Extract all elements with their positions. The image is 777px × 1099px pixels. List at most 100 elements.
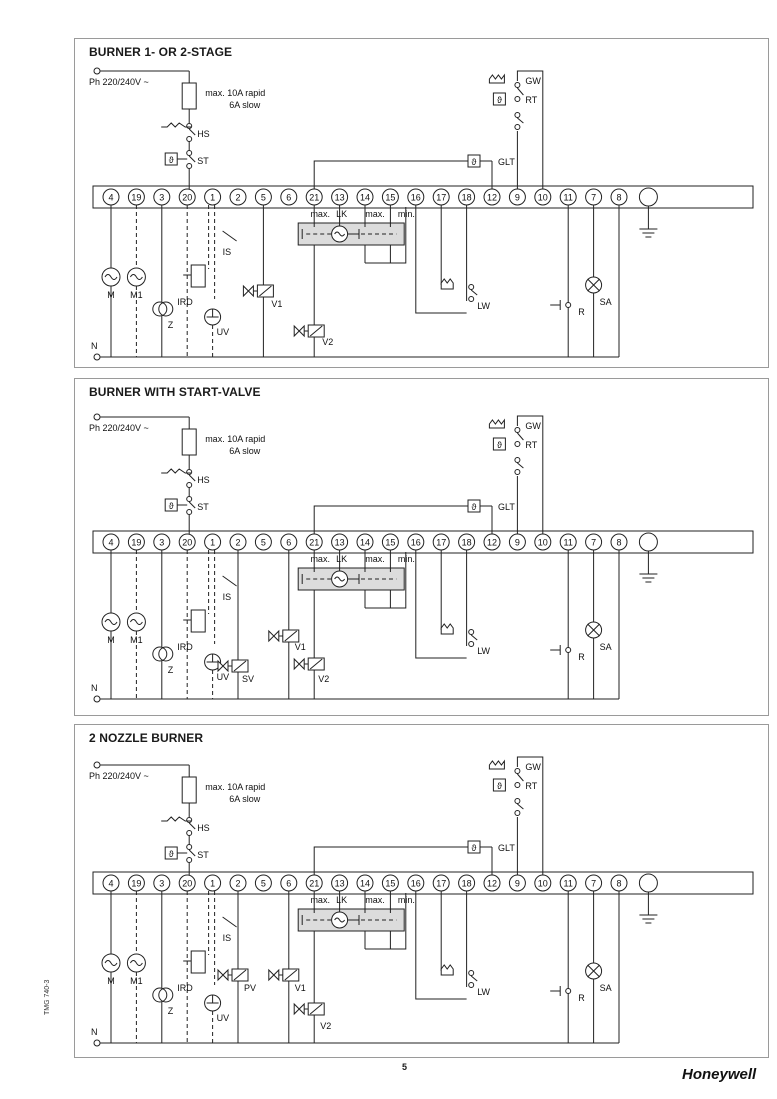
terminal-number: 15 [385, 538, 395, 548]
fuse-label: 6A slow [229, 794, 261, 804]
glt-label: GLT [498, 843, 515, 853]
air-pressure-switch-icon [440, 623, 454, 635]
terminal-number: 1 [210, 193, 215, 203]
wire [188, 474, 196, 482]
max-label: max. [310, 895, 330, 905]
reset-button-icon [550, 300, 561, 310]
lamp-cross [587, 964, 600, 978]
ignition-transformer-icon [158, 987, 174, 1003]
sine-icon [334, 576, 346, 582]
terminal-number: 5 [261, 193, 266, 203]
wire [313, 505, 492, 534]
terminal-number: 16 [411, 193, 421, 203]
terminal-number: 5 [261, 879, 266, 889]
pressure-switch-icon [488, 418, 505, 429]
panel-title: BURNER 1- OR 2-STAGE [89, 45, 233, 59]
z-label: Z [168, 1006, 174, 1016]
rt-label: RT [525, 440, 537, 450]
valve-label: V2 [322, 337, 333, 347]
phase-terminal [93, 761, 101, 769]
thermostat-icon [492, 778, 506, 792]
valve-label: SV [242, 674, 254, 684]
terminal-number: 8 [616, 193, 621, 203]
terminal-1 [204, 533, 222, 551]
hand-switch-icon [161, 468, 192, 474]
terminal-1 [204, 188, 222, 206]
wire [309, 658, 323, 670]
contact-terminal [186, 817, 193, 823]
max-label: max. [365, 554, 385, 564]
wire [415, 550, 467, 659]
min-label: min. [398, 554, 415, 564]
terminal-number: 10 [538, 879, 548, 889]
terminal-number: 12 [487, 538, 497, 548]
wire [188, 155, 196, 163]
contact-terminal [186, 830, 193, 836]
fuse-label: max. 10A rapid [205, 434, 265, 444]
reset-button-icon [550, 986, 561, 996]
wire [259, 285, 272, 297]
reset-button-icon [550, 645, 561, 655]
min-label: min. [398, 895, 415, 905]
wire [188, 822, 196, 830]
phase-terminal [93, 67, 101, 75]
valve-label: V1 [295, 642, 306, 652]
r-label: R [578, 307, 585, 317]
terminal-number: 14 [360, 538, 370, 548]
gw-label: GW [525, 421, 541, 431]
contact-terminal [468, 970, 475, 976]
theta-icon: ϑ [169, 155, 174, 165]
glt-label: GLT [498, 502, 515, 512]
theta-icon: ϑ [169, 849, 174, 859]
terminal-number: 7 [591, 538, 596, 548]
rt-label: RT [525, 781, 537, 791]
terminal-number: 15 [385, 193, 395, 203]
lw-label: LW [477, 301, 490, 311]
st-label: ST [197, 156, 209, 166]
earth-terminal [638, 532, 658, 552]
z-label: Z [168, 320, 174, 330]
theta-icon: ϑ [497, 95, 502, 105]
sa-label: SA [600, 983, 612, 993]
wire [415, 891, 467, 1000]
contact-terminal [514, 768, 521, 774]
theta-icon: ϑ [497, 440, 502, 450]
contact-terminal [514, 457, 521, 463]
wire [309, 1003, 323, 1015]
lk-label: LK [336, 554, 347, 564]
wire [284, 630, 298, 642]
theta-icon: ϑ [472, 502, 477, 512]
lk-label: LK [336, 209, 347, 219]
terminal-5 [254, 533, 272, 551]
neutral-terminal [93, 1039, 101, 1047]
wire [313, 160, 492, 189]
gw-label: GW [525, 762, 541, 772]
wire [222, 230, 237, 242]
wire [309, 325, 323, 337]
thermostat-icon [492, 92, 506, 106]
contact-terminal [514, 810, 521, 816]
wire [470, 634, 478, 641]
theta-icon: ϑ [497, 781, 502, 791]
neutral-label: N [91, 341, 98, 351]
terminal-number: 4 [108, 538, 113, 548]
wire [470, 975, 478, 982]
contact-terminal [186, 469, 193, 475]
fuse-icon [181, 82, 197, 110]
lw-label: LW [477, 646, 490, 656]
wire [365, 893, 407, 950]
rt-label: RT [525, 95, 537, 105]
earth-terminal [638, 873, 658, 893]
wire [222, 916, 237, 928]
valve-icon [217, 659, 229, 673]
contact-terminal [514, 96, 521, 102]
valve-icon [268, 968, 280, 982]
reset-contact [565, 302, 572, 308]
terminal-number: 9 [515, 879, 520, 889]
terminal-number: 2 [235, 538, 240, 548]
is-label: IS [223, 592, 232, 602]
contact-terminal [514, 82, 521, 88]
wire [517, 432, 524, 441]
ignition-transformer-icon [158, 646, 174, 662]
